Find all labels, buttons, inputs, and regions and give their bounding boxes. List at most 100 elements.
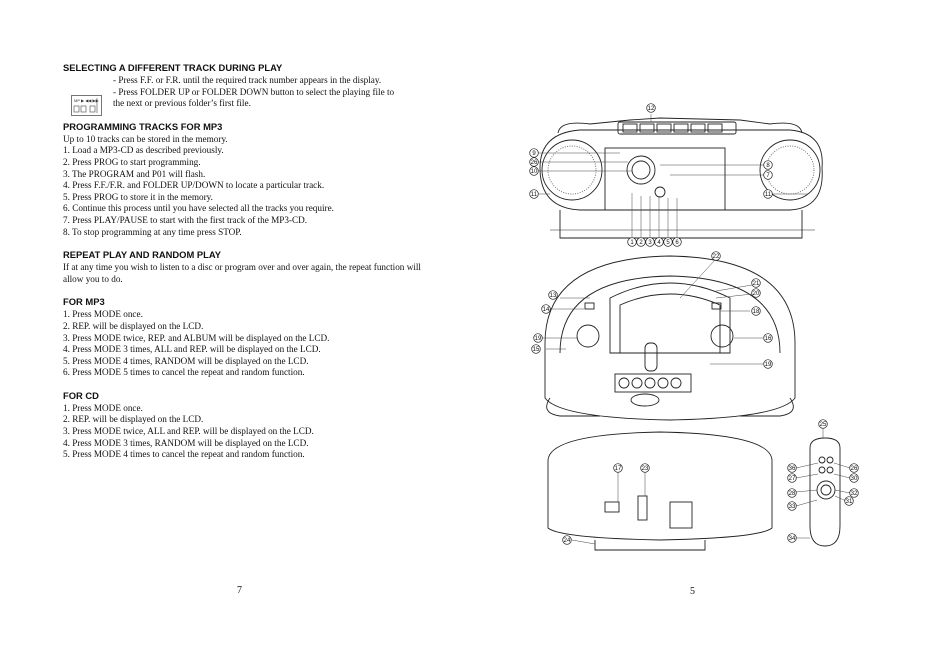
callout-circle <box>751 278 761 288</box>
ff-fr-buttons-icon: MP ▶ ◀◀ ▶▶ <box>71 95 102 116</box>
callout-number: 6 <box>675 240 679 246</box>
callout-number: 33 <box>789 504 796 510</box>
callout-number: 26 <box>531 160 538 166</box>
callout-circle <box>787 488 797 498</box>
callout-circle <box>640 463 650 473</box>
callout-circle <box>529 189 539 199</box>
callout-circle <box>787 501 797 511</box>
callout-number: 22 <box>713 254 720 260</box>
callout-circle <box>541 304 551 314</box>
callout-number: 24 <box>564 538 571 544</box>
programming-intro: Up to 10 tracks can be stored in the mem… <box>63 133 228 144</box>
callout-circle <box>636 237 646 247</box>
svg-text:MP ▶ ◀◀ ▶▶: MP ▶ ◀◀ ▶▶ <box>74 98 100 103</box>
repeat-paragraph: If at any time you wish to listen to a d… <box>63 262 421 284</box>
callout-circle <box>787 533 797 543</box>
mp3-step: 6. Press MODE 5 times to cancel the repe… <box>63 367 305 378</box>
heading-repeat: REPEAT PLAY AND RANDOM PLAY <box>63 249 222 261</box>
callout-circle <box>627 237 637 247</box>
callout-circle <box>818 419 828 429</box>
callout-circle <box>763 359 773 369</box>
callout-circle <box>672 237 682 247</box>
page-number-left: 7 <box>237 585 242 596</box>
callout-circle <box>711 251 721 261</box>
callout-number: 27 <box>789 476 796 482</box>
callout-number: 8 <box>766 163 770 169</box>
heading-programming: PROGRAMMING TRACKS FOR MP3 <box>63 120 223 132</box>
callout-number: 18 <box>753 309 760 315</box>
cd-step: 2. REP. will be displayed on the LCD. <box>63 414 204 425</box>
programming-step: 1. Load a MP3-CD as described previously… <box>63 145 224 156</box>
callout-number: 31 <box>846 499 853 505</box>
callout-number: 5 <box>666 240 670 246</box>
callout-number: 30 <box>851 476 858 482</box>
programming-step: 4. Press F.F./F.R. and FOLDER UP/DOWN to… <box>63 180 325 191</box>
callout-number: 34 <box>789 536 796 542</box>
callout-number: 7 <box>766 173 770 179</box>
selecting-line-2: - Press FOLDER UP or FOLDER DOWN button … <box>113 86 395 97</box>
callout-circle <box>646 103 656 113</box>
callout-number: 25 <box>820 422 827 428</box>
callout-circle <box>529 157 539 167</box>
boombox-diagram: 1292610118711123456222120131418191516191… <box>529 103 859 551</box>
cd-step: 4. Press MODE 3 times, RANDOM will be di… <box>63 437 309 448</box>
page-number-right: 5 <box>690 586 695 597</box>
callout-circle <box>763 170 773 180</box>
rear-view-drawing <box>547 431 773 551</box>
cd-step: 1. Press MODE once. <box>63 402 143 413</box>
callout-circle <box>654 237 664 247</box>
callout-number: 12 <box>648 106 655 112</box>
callout-circle <box>849 488 859 498</box>
callout-number: 20 <box>753 291 760 297</box>
heading-for-mp3: FOR MP3 <box>63 296 105 308</box>
callout-number: 19 <box>535 336 542 342</box>
mp3-step: 4. Press MODE 3 times, ALL and REP. will… <box>63 344 321 355</box>
callout-circle <box>751 288 761 298</box>
callout-circle <box>645 237 655 247</box>
callout-circle <box>849 463 859 473</box>
front-view-drawing <box>539 117 823 239</box>
mp3-step: 3. Press MODE twice, REP. and ALBUM will… <box>63 332 330 343</box>
mp3-step: 5. Press MODE 4 times, RANDOM will be di… <box>63 355 309 366</box>
callout-number: 11 <box>531 192 538 198</box>
callout-circle <box>548 290 558 300</box>
mp3-step: 2. REP. will be displayed on the LCD. <box>63 320 204 331</box>
callout-number: 26 <box>851 466 858 472</box>
callout-number: 2 <box>639 240 643 246</box>
callout-number: 17 <box>615 466 622 472</box>
cd-step: 5. Press MODE 4 times to cancel the repe… <box>63 449 305 460</box>
callout-number: 32 <box>851 491 858 497</box>
callout-number: 13 <box>550 293 557 299</box>
programming-step: 6. Continue this process until you have … <box>63 203 334 214</box>
section-programming: PROGRAMMING TRACKS FOR MP3 Up to 10 trac… <box>63 121 421 238</box>
callout-circle <box>751 306 761 316</box>
callout-circle <box>663 237 673 247</box>
section-repeat: REPEAT PLAY AND RANDOM PLAY If at any ti… <box>63 249 421 285</box>
cd-step: 3. Press MODE twice, ALL and REP. will b… <box>63 426 314 437</box>
callout-circle <box>763 160 773 170</box>
callout-number: 15 <box>533 347 540 353</box>
section-for-mp3: FOR MP3 1. Press MODE once. 2. REP. will… <box>63 296 421 379</box>
programming-step: 8. To stop programming at any time press… <box>63 226 242 237</box>
left-page-text: SELECTING A DIFFERENT TRACK DURING PLAY … <box>63 62 421 472</box>
programming-step: 3. The PROGRAM and P01 will flash. <box>63 168 206 179</box>
callout-number: 9 <box>532 151 536 157</box>
callout-circle <box>613 463 623 473</box>
callout-circle <box>562 535 572 545</box>
programming-step: 5. Press PROG to store it in the memory. <box>63 191 213 202</box>
mp3-step: 1. Press MODE once. <box>63 309 143 320</box>
programming-step: 2. Press PROG to start programming. <box>63 156 201 167</box>
callout-circle <box>763 333 773 343</box>
heading-for-cd: FOR CD <box>63 389 99 401</box>
callout-number: 3 <box>648 240 652 246</box>
callout-number: 21 <box>753 281 760 287</box>
programming-step: 7. Press PLAY/PAUSE to start with the fi… <box>63 214 308 225</box>
callout-circle <box>531 344 541 354</box>
callout-number: 28 <box>789 491 796 497</box>
callout-number: 11 <box>765 192 772 198</box>
callout-circle <box>533 333 543 343</box>
heading-selecting-track: SELECTING A DIFFERENT TRACK DURING PLAY <box>63 62 283 73</box>
callout-number: 36 <box>789 466 796 472</box>
